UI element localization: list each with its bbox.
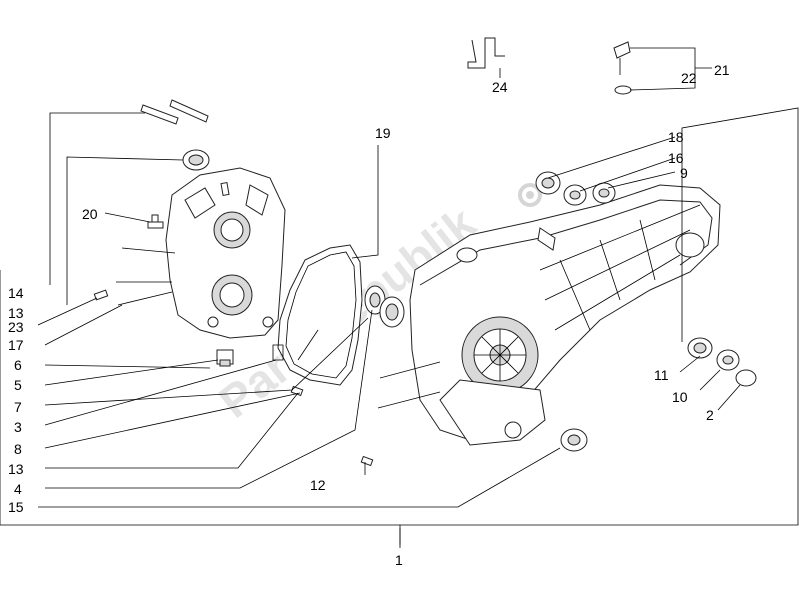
label-21: 21	[714, 62, 730, 78]
label-18: 18	[668, 129, 684, 145]
sensor-21	[613, 41, 632, 95]
label-14: 14	[8, 285, 24, 301]
label-11: 11	[654, 367, 669, 383]
label-16: 16	[668, 150, 684, 166]
label-10: 10	[672, 389, 688, 405]
oil-seals-center	[364, 285, 405, 328]
bearings-right	[687, 337, 757, 387]
bearing-bottom	[560, 428, 588, 452]
right-crankcase-half	[409, 184, 721, 446]
label-20: 20	[82, 206, 98, 222]
bracket-24	[467, 37, 505, 69]
label-13b: 13	[8, 461, 24, 477]
label-5: 5	[14, 377, 22, 393]
leader-lines	[0, 47, 799, 548]
label-2: 2	[706, 407, 714, 423]
drain-plug	[216, 349, 234, 367]
label-9: 9	[680, 165, 688, 181]
bearings-top	[535, 171, 616, 206]
label-4: 4	[14, 481, 22, 497]
label-8: 8	[14, 441, 22, 457]
left-crankcase-half	[165, 167, 286, 339]
long-studs	[116, 247, 176, 306]
label-15: 15	[8, 499, 24, 515]
stud-bolts	[140, 99, 209, 125]
label-7: 7	[14, 399, 22, 415]
bracket	[272, 344, 284, 361]
screw-20	[147, 214, 164, 229]
label-13a: 13	[8, 305, 24, 321]
label-17: 17	[8, 337, 24, 353]
gear-icon	[518, 183, 542, 207]
label-3: 3	[14, 419, 22, 435]
label-23: 23	[8, 319, 24, 335]
oil-seal-top	[182, 149, 210, 171]
callout-labels: 1 2 3 4 5 6 7 8 9 10 11 12 13 13 14 15 1…	[8, 62, 730, 568]
label-12: 12	[310, 477, 326, 493]
label-22: 22	[681, 70, 697, 86]
label-24: 24	[492, 79, 508, 95]
label-6: 6	[14, 357, 22, 373]
gasket	[277, 244, 363, 386]
label-19: 19	[375, 125, 391, 141]
right-half-studs	[297, 329, 441, 409]
label-1: 1	[395, 552, 403, 568]
